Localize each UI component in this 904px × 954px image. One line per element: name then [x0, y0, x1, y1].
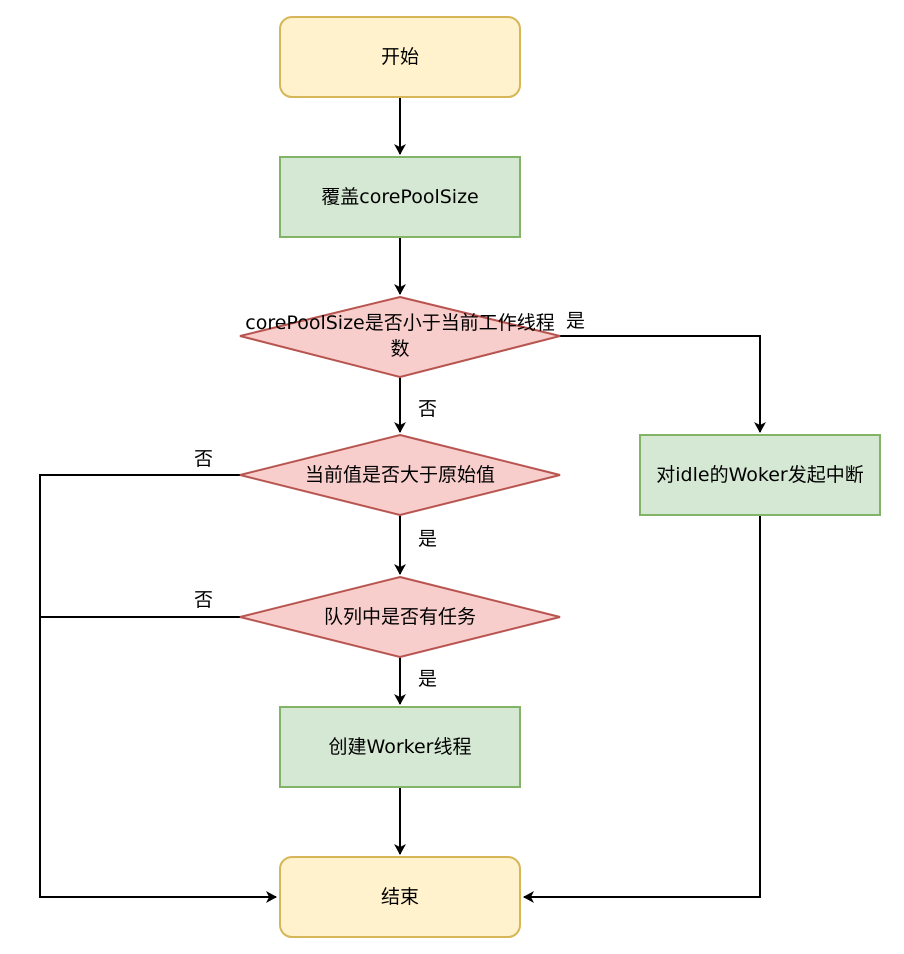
- create-worker-node: [279, 706, 521, 788]
- edge-label-queue-yes: 是: [418, 668, 438, 690]
- edge-less-yes: [560, 335, 766, 433]
- edge-greater-no: [39, 474, 277, 903]
- interrupt-node: [639, 434, 881, 516]
- edge-label-greater-yes: 是: [418, 528, 438, 550]
- start-node: [279, 16, 521, 98]
- decision-greater-label: 当前值是否大于原始值: [304, 464, 495, 486]
- create-worker-label: 创建Worker线程: [328, 736, 472, 758]
- edge-label-less-yes: 是: [566, 310, 586, 332]
- start-label: 开始: [380, 46, 419, 68]
- end-label: 结束: [380, 886, 419, 908]
- decision-less-label: corePoolSize是否小于当前工作线程数: [245, 312, 555, 360]
- decision-queue-node: [239, 575, 561, 659]
- decision-queue-label: 队列中是否有任务: [323, 606, 476, 628]
- override-node: [279, 156, 521, 238]
- override-label: 覆盖corePoolSize: [321, 186, 479, 208]
- decision-less-node: [239, 295, 561, 379]
- edge-label-queue-no: 否: [194, 589, 214, 611]
- edge-label-less-no: 否: [418, 398, 438, 420]
- edge-label-greater-no: 否: [194, 448, 214, 470]
- end-node: [279, 856, 521, 938]
- interrupt-label: 对idle的Woker发起中断: [656, 464, 864, 486]
- decision-greater-node: [239, 433, 561, 517]
- edge-interrupt-to-end: [523, 515, 761, 903]
